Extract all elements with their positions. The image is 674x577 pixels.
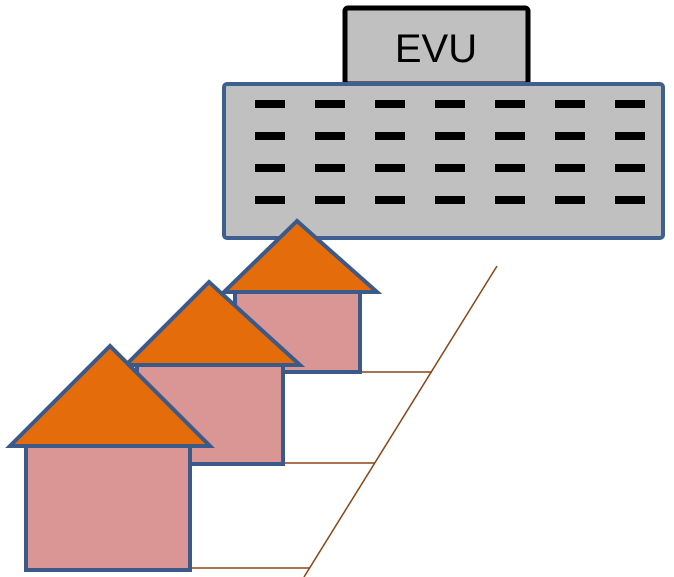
building-window [255,132,285,140]
building-window [435,196,465,204]
building-window [435,132,465,140]
house-roof [219,218,383,294]
utility-building-windows [255,100,645,204]
house-roof [5,343,215,448]
building-window [495,100,525,108]
building-window [555,164,585,172]
building-window [435,100,465,108]
building-window [495,164,525,172]
building-window [375,132,405,140]
building-window [255,164,285,172]
building-window [615,132,645,140]
building-window [615,164,645,172]
building-window [495,196,525,204]
building-window [435,164,465,172]
building-window [615,100,645,108]
house-roof [121,279,306,367]
utility-label-text: EVU [395,27,477,71]
building-window [315,132,345,140]
building-window [375,100,405,108]
building-window [375,164,405,172]
building-window [555,100,585,108]
building-window [555,132,585,140]
building-window [555,196,585,204]
connection-lines [190,265,498,577]
building-window [315,100,345,108]
building-window [315,164,345,172]
building-window [495,132,525,140]
utility-building [222,82,665,240]
building-window [615,196,645,204]
utility-label: EVU [342,5,531,87]
building-window [255,100,285,108]
house-front [5,343,215,572]
building-window [255,196,285,204]
building-window [315,196,345,204]
building-window [375,196,405,204]
main-supply-line [303,265,498,577]
house-wall [24,444,192,572]
